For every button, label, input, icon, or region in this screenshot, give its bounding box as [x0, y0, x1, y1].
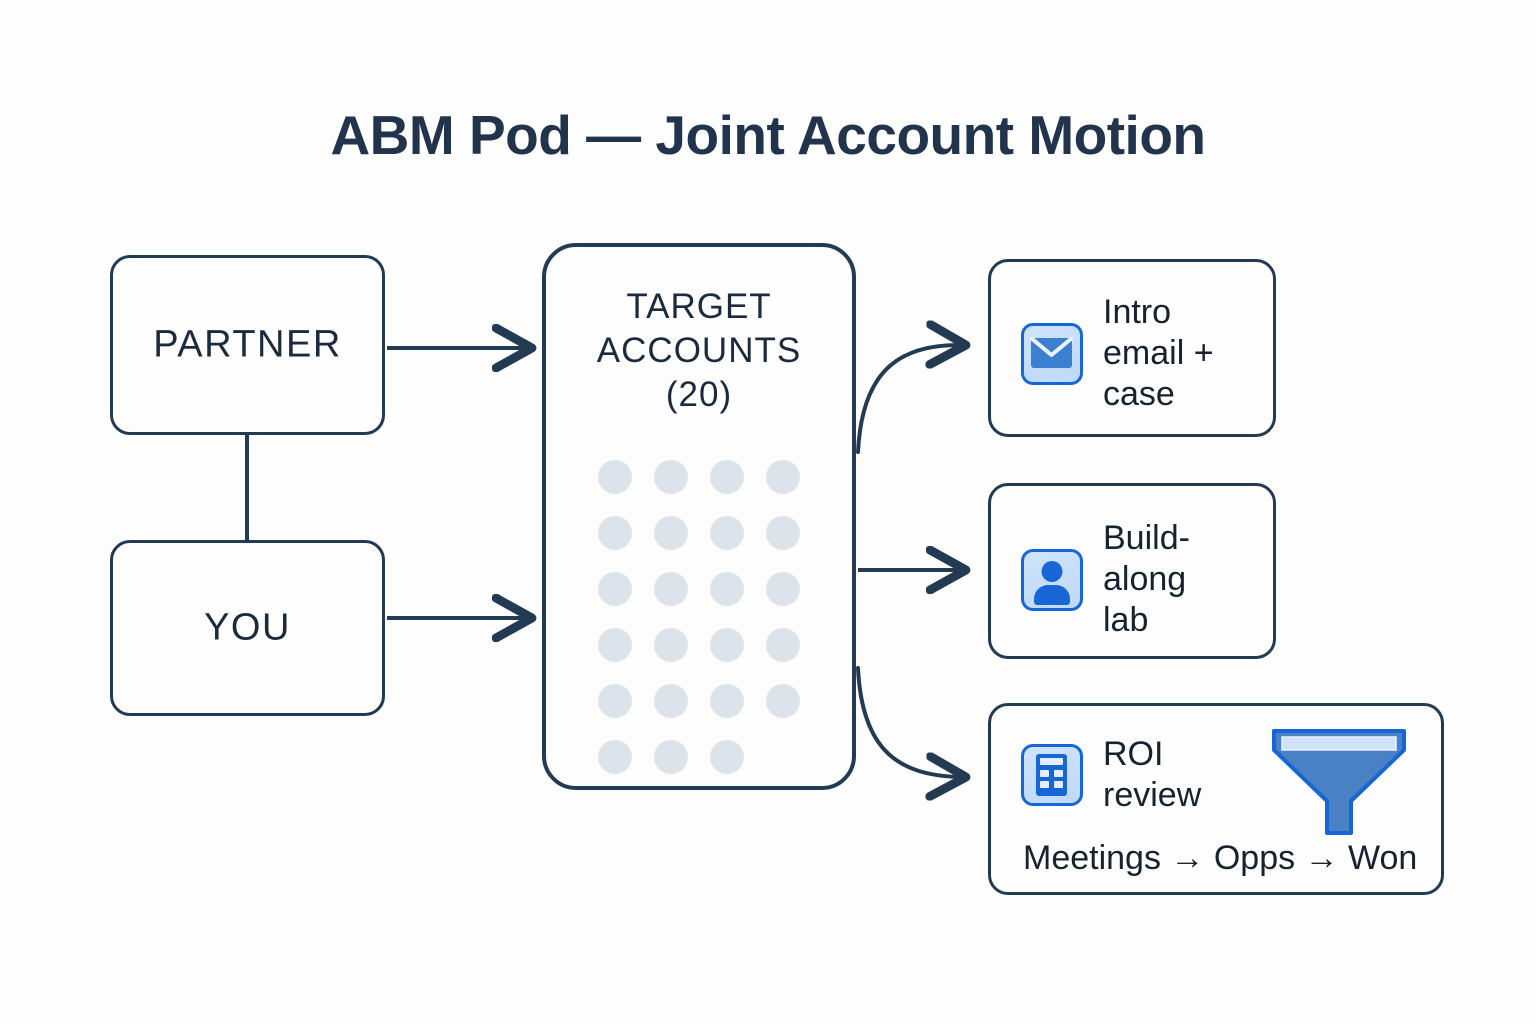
account-dot — [654, 460, 688, 494]
card-intro-email-row: Intro email + case — [1021, 292, 1214, 415]
account-dot — [598, 684, 632, 718]
account-dot — [710, 684, 744, 718]
node-partner-label: PARTNER — [153, 323, 342, 366]
card-roi-review-row: ROI review — [1021, 734, 1201, 816]
account-dot — [710, 516, 744, 550]
account-dot — [710, 572, 744, 606]
account-dot — [598, 628, 632, 662]
connector-target-to-intro — [856, 345, 962, 454]
account-dot-grid — [587, 460, 811, 774]
funnel-icon — [1272, 729, 1406, 835]
card-build-along-lab-row: Build- along lab — [1021, 518, 1190, 641]
account-dot — [654, 628, 688, 662]
account-dot — [654, 740, 688, 774]
account-dot — [598, 460, 632, 494]
account-dot — [766, 460, 800, 494]
card-build-along-lab-label: Build- along lab — [1103, 519, 1190, 639]
card-roi-review-label: ROI review — [1103, 735, 1202, 814]
envelope-icon — [1021, 322, 1083, 385]
card-intro-email-label: Intro email + case — [1103, 293, 1214, 413]
calculator-icon — [1021, 744, 1083, 806]
node-target-accounts[interactable]: TARGET ACCOUNTS (20) — [542, 243, 856, 790]
account-dot — [654, 572, 688, 606]
connector-partner-you — [245, 433, 249, 543]
node-you[interactable]: YOU — [110, 540, 385, 716]
account-dot — [766, 628, 800, 662]
target-accounts-title: TARGET ACCOUNTS (20) — [596, 287, 802, 414]
card-intro-email[interactable]: Intro email + case — [988, 259, 1276, 437]
account-dot — [766, 684, 800, 718]
account-dot — [710, 460, 744, 494]
account-dot — [598, 516, 632, 550]
card-build-along-lab[interactable]: Build- along lab — [988, 483, 1276, 659]
account-dot — [710, 740, 744, 774]
account-dot — [710, 628, 744, 662]
page-title: ABM Pod — Joint Account Motion — [330, 104, 1206, 166]
node-partner[interactable]: PARTNER — [110, 255, 385, 435]
node-you-label: YOU — [204, 606, 291, 649]
account-dot — [598, 740, 632, 774]
connector-target-to-roi — [856, 666, 962, 777]
card-roi-review-footer: Meetings → Opps → Won — [1023, 839, 1418, 877]
card-roi-review[interactable]: ROI review Meetings → Opps → Won — [988, 703, 1444, 895]
account-dot — [766, 572, 800, 606]
account-dot — [654, 684, 688, 718]
person-icon — [1021, 548, 1083, 611]
account-dot — [766, 516, 800, 550]
account-dot — [598, 572, 632, 606]
account-dot — [654, 516, 688, 550]
